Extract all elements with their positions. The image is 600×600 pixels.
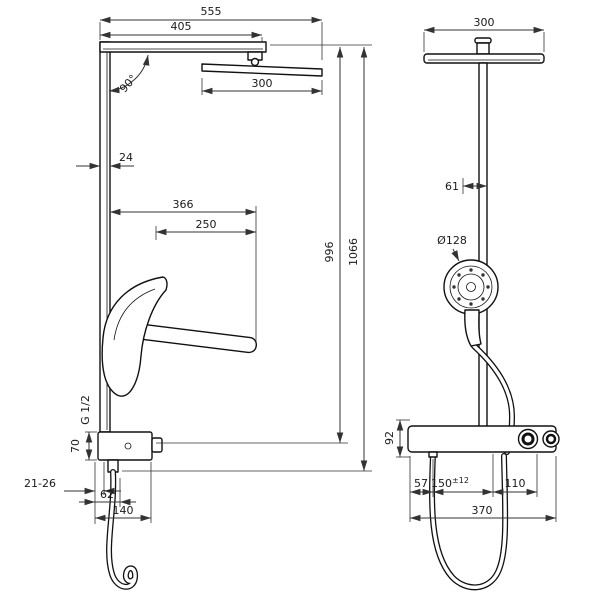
dim-555: 555 [99, 5, 323, 60]
thermostat-front [407, 425, 560, 458]
hand-shower-face-center [466, 282, 476, 292]
overhead-shower-side [201, 63, 323, 77]
hand-shower-face-ring1 [449, 265, 493, 309]
dim-110-label: 110 [505, 477, 526, 490]
side-view: 555 405 300 90° 24 3 [24, 5, 372, 590]
dim-24: 24 [76, 151, 134, 170]
shower-hose-front [429, 343, 516, 591]
dim-24-label: 24 [119, 151, 133, 164]
dim-366-label: 366 [173, 198, 194, 211]
dim-21-26-label: 21-26 [24, 477, 56, 490]
temperature-knob-ring [521, 432, 535, 446]
dim-996: 996 [156, 44, 372, 444]
shower-hose-side [106, 469, 139, 590]
dim-62: 62 [79, 478, 136, 507]
dim-92: 92 [383, 419, 410, 458]
hand-shower-front [443, 259, 499, 347]
dim-250-label: 250 [196, 218, 217, 231]
dim-70-label: 70 [69, 439, 82, 453]
ceiling-connector [476, 42, 490, 55]
dim-diameter-128: Ø128 [437, 234, 467, 262]
dim-diameter-label: Ø128 [437, 234, 467, 247]
hand-shower-side [101, 276, 258, 397]
dim-300-front-label: 300 [474, 16, 495, 29]
dim-555-label: 555 [201, 5, 222, 18]
thread-label: G 1/2 [79, 395, 92, 425]
dim-250: 250 [155, 218, 256, 240]
hose-side-inner [107, 470, 137, 589]
dim-370-label: 370 [472, 504, 493, 517]
dim-150: 150±12 [431, 476, 493, 496]
dim-140-label: 140 [113, 504, 134, 517]
hand-shower-handle-side [138, 324, 258, 354]
dim-1066: 1066 [122, 47, 372, 472]
dim-140: 140 [95, 462, 152, 523]
dim-366: 366 [110, 198, 257, 342]
dim-57-label: 57 [414, 477, 428, 490]
thermostat-knob-side [151, 437, 163, 453]
hand-shower-head-side [101, 276, 168, 397]
hand-shower-face-outer [443, 259, 499, 315]
dim-1066-label: 1066 [347, 238, 360, 266]
dim-996-label: 996 [323, 242, 336, 263]
dim-61-label: 61 [445, 180, 459, 193]
dim-300-front: 300 [423, 16, 545, 52]
angle-90: 90° [108, 54, 150, 95]
hand-shower-handle-front [464, 309, 482, 347]
dim-370: 370 [410, 504, 556, 522]
dim-21-26: 21-26 [24, 462, 121, 524]
thermostat-side [97, 431, 163, 473]
ball-joint [250, 57, 260, 67]
thread-g12-label: G 1/2 [79, 395, 92, 425]
hose-front-loop-outer [429, 451, 509, 591]
temperature-knob [517, 428, 539, 450]
angle-90-label: 90° [117, 72, 140, 95]
overhead-shower-plate-front [423, 53, 545, 64]
shower-pipe [478, 62, 488, 429]
pipe-front [478, 62, 488, 429]
dim-300-side-label: 300 [252, 77, 273, 90]
front-view: 300 61 Ø128 92 5 [383, 16, 560, 591]
dim-62-label: 62 [100, 488, 114, 501]
dim-92-label: 92 [383, 431, 396, 445]
dim-57: 57 [410, 477, 433, 496]
hand-shower-head-detail [113, 288, 156, 341]
hand-shower-nozzles [452, 268, 490, 306]
dim-61: 61 [445, 178, 487, 194]
dim-405: 405 [100, 20, 263, 42]
overhead-shower-plate-side [201, 63, 323, 77]
arm-profile [99, 41, 267, 53]
overhead-shower-front [423, 37, 545, 64]
dim-405-label: 405 [171, 20, 192, 33]
hand-shower-face-ring2 [457, 273, 485, 301]
hose-outlet [428, 451, 438, 458]
select-knob-ring [545, 433, 557, 445]
dim-300-side: 300 [201, 77, 323, 95]
thermostat-detail [124, 442, 132, 450]
shower-arm [99, 41, 267, 67]
dim-110: 110 [493, 477, 537, 496]
dim-150-label: 150±12 [431, 476, 469, 490]
dim-70: 70 [69, 431, 97, 461]
ceiling-connector-cap [474, 37, 492, 44]
select-knob [542, 430, 560, 448]
dim-bottom-row: 57 150±12 110 370 [409, 454, 557, 522]
